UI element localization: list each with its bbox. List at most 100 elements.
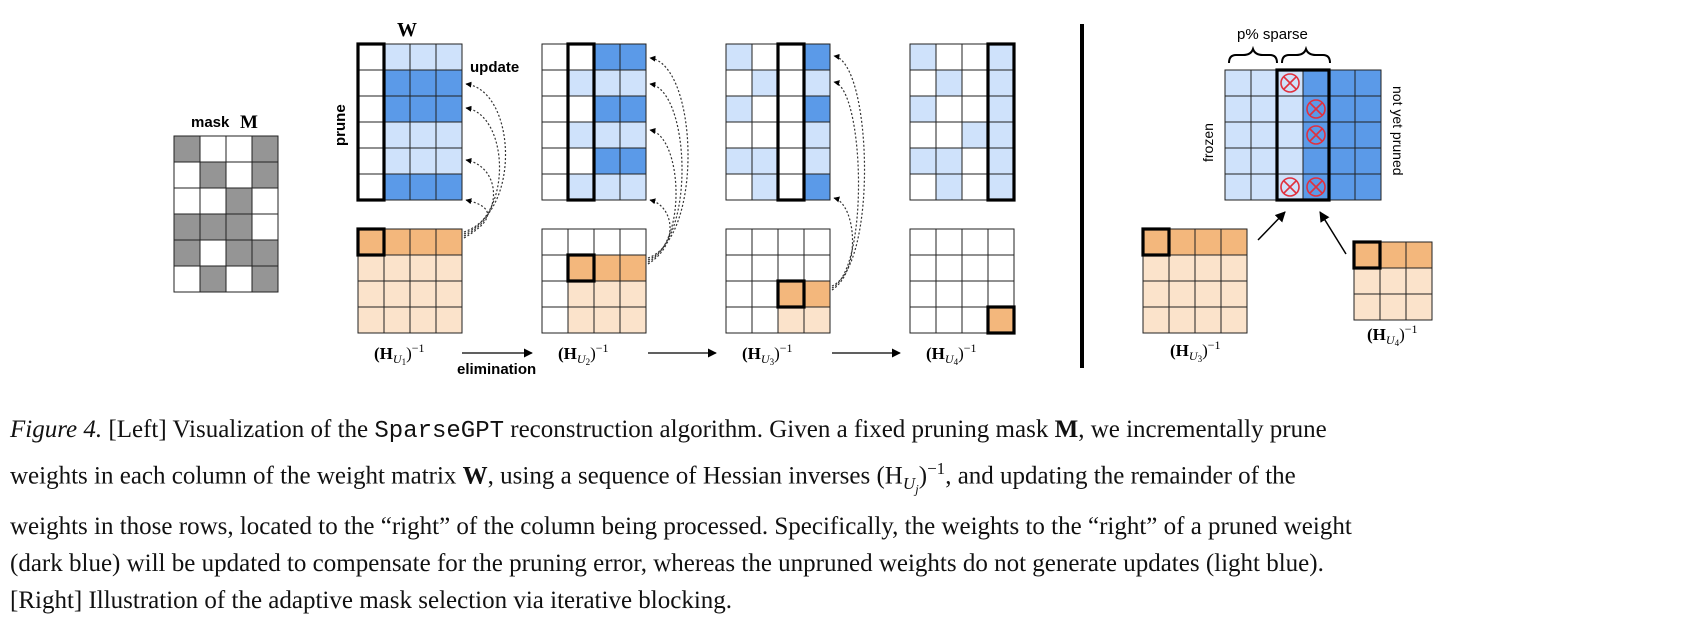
- weight-m1-cell: [435, 121, 463, 149]
- hessian-m2-cell: [541, 228, 569, 256]
- block-hessian-2-cell: [1379, 267, 1407, 295]
- hessian-m3-cell: [803, 306, 831, 334]
- hessian-m4-cell: [935, 254, 963, 282]
- hessian-m4-cell: [987, 306, 1015, 334]
- weight-m1-cell: [383, 173, 411, 201]
- block-weight-cell: [1250, 95, 1278, 123]
- mask-cell: [225, 213, 253, 241]
- mask-cell: [199, 161, 227, 189]
- weight-m3-cell: [725, 173, 753, 201]
- weight-m2-cell: [593, 43, 621, 71]
- weight-m2-cell: [619, 121, 647, 149]
- weight-m3-cell: [751, 95, 779, 123]
- mask-cell: [225, 135, 253, 163]
- weight-m3-cell: [803, 147, 831, 175]
- hessian-m1-cell: [357, 306, 385, 334]
- pruned-mark-icon: [1306, 99, 1326, 119]
- active-column-1: [356, 42, 386, 202]
- hessian-m2-cell: [619, 254, 647, 282]
- mask-cell: [173, 265, 201, 293]
- hessian-m2-cell: [619, 228, 647, 256]
- mask-cell: [199, 265, 227, 293]
- block-hessian-1-cell: [1142, 306, 1170, 334]
- hessian-m2-cell: [567, 280, 595, 308]
- weight-m2-cell: [567, 95, 595, 123]
- caption-line-1: Figure 4. [Left] Visualization of the Sp…: [10, 416, 1327, 445]
- block-hessian-label-2: (HU4)−1: [1367, 322, 1418, 348]
- update-arrows: [463, 53, 866, 291]
- weight-m2-cell: [567, 173, 595, 201]
- weight-matrices: [356, 42, 1016, 202]
- block-weight-cell: [1250, 173, 1278, 201]
- mask-grid: [173, 135, 279, 293]
- block-hessian-matrices: [1141, 227, 1433, 334]
- hessian-m4-cell: [961, 228, 989, 256]
- hessian-m4-cell: [987, 254, 1015, 282]
- block-hessian-1-cell: [1194, 228, 1222, 256]
- weight-m2-cell: [619, 147, 647, 175]
- pruned-mark-icon: [1283, 180, 1297, 194]
- mask-cell: [173, 239, 201, 267]
- weight-m2-cell: [567, 69, 595, 97]
- block-weight-cell: [1250, 147, 1278, 175]
- hessian-m1-cell: [435, 254, 463, 282]
- block-arrow-right: [1319, 211, 1347, 255]
- update-arrow: [647, 198, 671, 265]
- hessian-m4-cell: [935, 280, 963, 308]
- hessian-m3-cell: [725, 228, 753, 256]
- weight-m2-cell: [541, 95, 569, 123]
- hessian-m1-cell: [383, 254, 411, 282]
- hessian-m4-cell: [961, 254, 989, 282]
- figure-label: Figure 4.: [10, 416, 103, 443]
- mask-label: mask: [191, 114, 230, 131]
- block-weight-cell: [1224, 121, 1252, 149]
- weight-m3-cell: [751, 69, 779, 97]
- active-column-2: [566, 42, 596, 202]
- update-arrow: [463, 105, 501, 235]
- hessian-m3-cell: [751, 228, 779, 256]
- weight-m4-cell: [987, 147, 1015, 175]
- mask-cell: [251, 135, 279, 163]
- mask-cell: [251, 161, 279, 189]
- weight-m3-cell: [725, 121, 753, 149]
- weight-m1-cell: [357, 43, 385, 71]
- weight-m1-cell: [409, 173, 437, 201]
- weight-m1-cell: [357, 95, 385, 123]
- block-hessian-2-cell: [1353, 293, 1381, 321]
- block-hessian-1-cell: [1142, 228, 1170, 256]
- weight-m3-cell: [751, 173, 779, 201]
- active-column-3: [776, 42, 806, 202]
- mask-cell: [251, 265, 279, 293]
- not-pruned-label: not yet pruned: [1390, 86, 1406, 176]
- weight-m1-cell: [435, 69, 463, 97]
- hessian-m2-cell: [567, 306, 595, 334]
- weight-m3-cell: [777, 95, 805, 123]
- block-hessian-1-cell: [1220, 306, 1248, 334]
- block-weight-cell: [1302, 69, 1330, 97]
- hessian-m2-cell: [567, 254, 595, 282]
- block-hessian-1-cell: [1194, 254, 1222, 282]
- sparse-brace-right: [1281, 45, 1331, 64]
- active-block: [1275, 68, 1331, 202]
- weight-m1-cell: [409, 43, 437, 71]
- pivot-cell-3: [776, 279, 806, 309]
- block-hessian-1-cell: [1220, 254, 1248, 282]
- weight-m4-cell: [961, 95, 989, 123]
- block-weight-cell: [1276, 95, 1304, 123]
- hessian-m1-cell: [409, 280, 437, 308]
- weight-m2-cell: [593, 147, 621, 175]
- weight-m4-cell: [935, 147, 963, 175]
- weight-m3-cell: [751, 121, 779, 149]
- block-weight-cell: [1224, 69, 1252, 97]
- hessian-m2-cell: [541, 254, 569, 282]
- weight-m3-cell: [803, 43, 831, 71]
- block-hessian-1-cell: [1142, 280, 1170, 308]
- block-hessian-2-cell: [1353, 241, 1381, 269]
- weight-m4-cell: [909, 69, 937, 97]
- block-hessian-1-cell: [1194, 280, 1222, 308]
- sparse-brace-left: [1228, 45, 1278, 64]
- weight-m2-cell: [567, 147, 595, 175]
- hessian-m3-cell: [803, 254, 831, 282]
- weight-m4-cell: [935, 69, 963, 97]
- weight-m4-cell: [987, 173, 1015, 201]
